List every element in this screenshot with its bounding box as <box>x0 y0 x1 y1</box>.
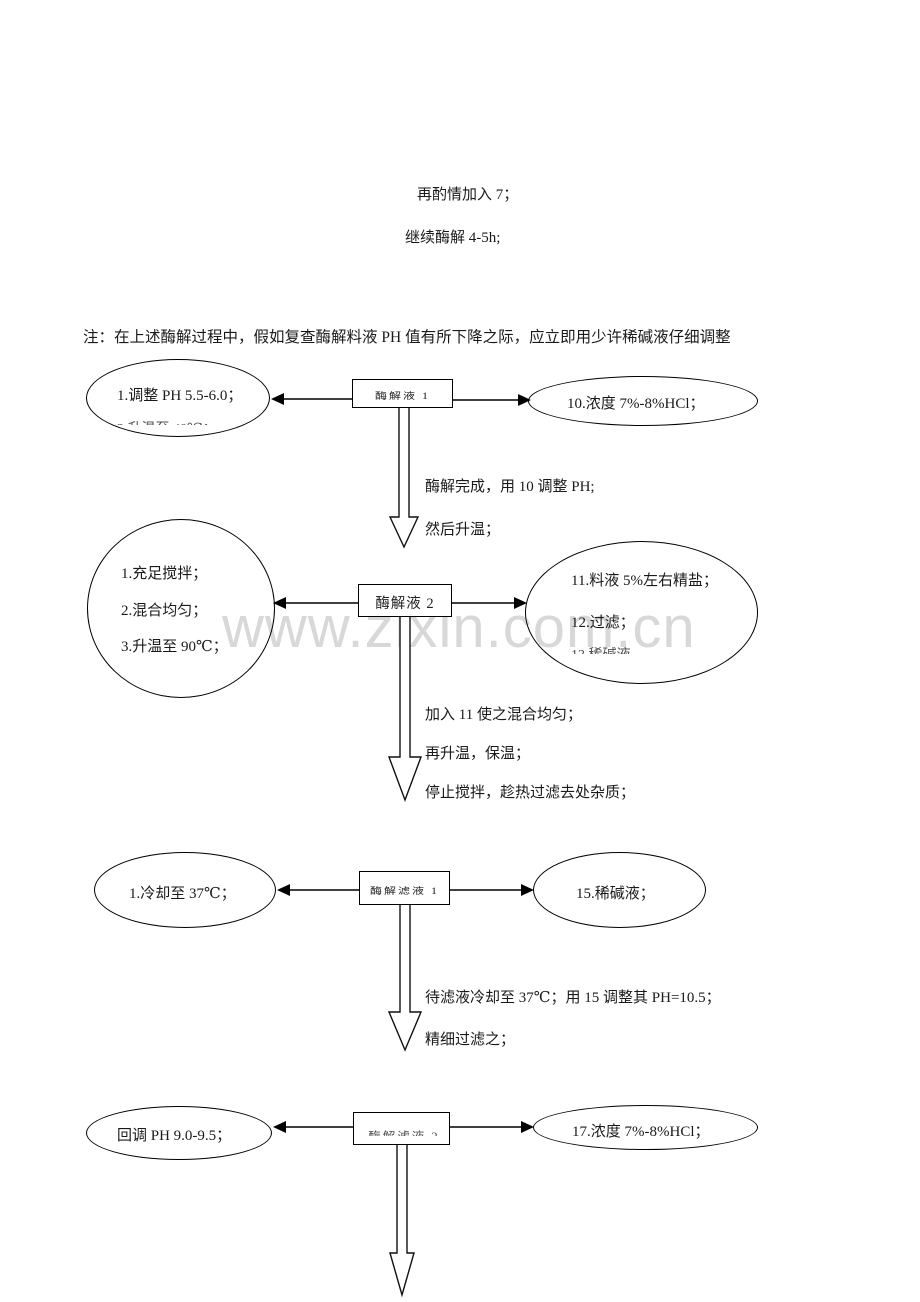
ellipse-row4-left-line1: 回调 PH 9.0-9.5； <box>117 1128 232 1144</box>
arrow-row1-left <box>271 393 352 405</box>
ellipse-row2-right: 11.料液 5%左右精盐； 12.过滤； 13.稀碱液 <box>525 541 758 684</box>
ellipse-row4-right-line1: 17.浓度 7%-8%HCl； <box>572 1124 710 1140</box>
ellipse-row2-right-clipped-line: 13.稀碱液 <box>571 644 691 654</box>
arrow-row2-right <box>452 597 527 609</box>
arrow-row3-right <box>450 884 534 896</box>
ellipse-row1-left: 1.调整 PH 5.5-6.0； 2.升温至 40℃； <box>86 359 270 437</box>
between1-line1: 酶解完成，用 10 调整 PH; <box>425 479 595 495</box>
between2-line3: 停止搅拌，趁热过滤去处杂质； <box>425 785 636 801</box>
ellipse-row3-right-line1: 15.稀碱液； <box>576 886 655 902</box>
note-line: 注：在上述酶解过程中，假如复查酶解料液 PH 值有所下降之际，应立即用少许稀碱液… <box>83 329 731 346</box>
process-box-row1: 酶解液 1 <box>352 379 453 408</box>
process-box-row3-label: 酶解滤液 1 <box>369 885 439 897</box>
arrow-row4-right <box>450 1121 534 1133</box>
ellipse-row3-left-line1: 1.冷却至 37℃； <box>129 886 236 902</box>
ellipse-row4-right: 17.浓度 7%-8%HCl； <box>533 1105 758 1150</box>
ellipse-row3-right: 15.稀碱液； <box>533 852 706 928</box>
between3-line1: 待滤液冷却至 37℃；用 15 调整其 PH=10.5； <box>425 990 721 1006</box>
process-box-row3: 酶解滤液 1 <box>359 871 450 905</box>
ellipse-row2-right-line2: 12.过滤； <box>571 615 635 631</box>
ellipse-row1-left-line1: 1.调整 PH 5.5-6.0； <box>117 388 243 404</box>
arrow-row3-left <box>277 884 359 896</box>
ellipse-row1-right: 10.浓度 7%-8%HCl； <box>528 376 758 426</box>
top-note-line2: 继续酶解 4-5h; <box>405 230 501 246</box>
circle-row2-left-line1: 1.充足搅拌； <box>121 566 208 582</box>
arrow-down-4 <box>389 1145 415 1298</box>
ellipse-row1-right-line1: 10.浓度 7%-8%HCl； <box>567 396 705 412</box>
process-box-row4: 酶解滤液 2 <box>353 1112 450 1145</box>
between2-line1: 加入 11 使之混合均匀； <box>425 707 582 723</box>
between3-line2: 精细过滤之； <box>425 1032 516 1048</box>
between1-line2: 然后升温； <box>425 522 501 538</box>
process-box-row2: 酶解液 2 <box>358 584 452 617</box>
circle-row2-left-line2: 2.混合均匀； <box>121 603 208 619</box>
top-note-line1: 再酌情加入 7； <box>417 187 519 203</box>
process-box-row2-label: 酶解液 2 <box>375 596 435 612</box>
arrow-row4-left <box>273 1121 353 1133</box>
ellipse-row1-left-clipped-line: 2.升温至 40℃； <box>117 418 257 425</box>
arrow-down-3 <box>387 905 423 1052</box>
ellipse-row3-left: 1.冷却至 37℃； <box>94 852 276 928</box>
circle-row2-left: 1.充足搅拌； 2.混合均匀； 3.升温至 90℃； <box>87 519 275 698</box>
ellipse-row4-left: 回调 PH 9.0-9.5； <box>86 1106 272 1160</box>
arrow-row1-right <box>453 394 531 406</box>
ellipse-row2-right-line1: 11.料液 5%左右精盐； <box>571 573 718 589</box>
arrow-row2-left <box>273 597 358 609</box>
arrow-down-2 <box>387 617 423 803</box>
arrow-down-1 <box>388 408 420 549</box>
process-box-row4-label: 酶解滤液 2 <box>362 1126 446 1136</box>
circle-row2-left-line3: 3.升温至 90℃； <box>121 639 228 655</box>
between2-line2: 再升温，保温； <box>425 746 531 762</box>
process-box-row1-label: 酶解液 1 <box>374 390 430 402</box>
